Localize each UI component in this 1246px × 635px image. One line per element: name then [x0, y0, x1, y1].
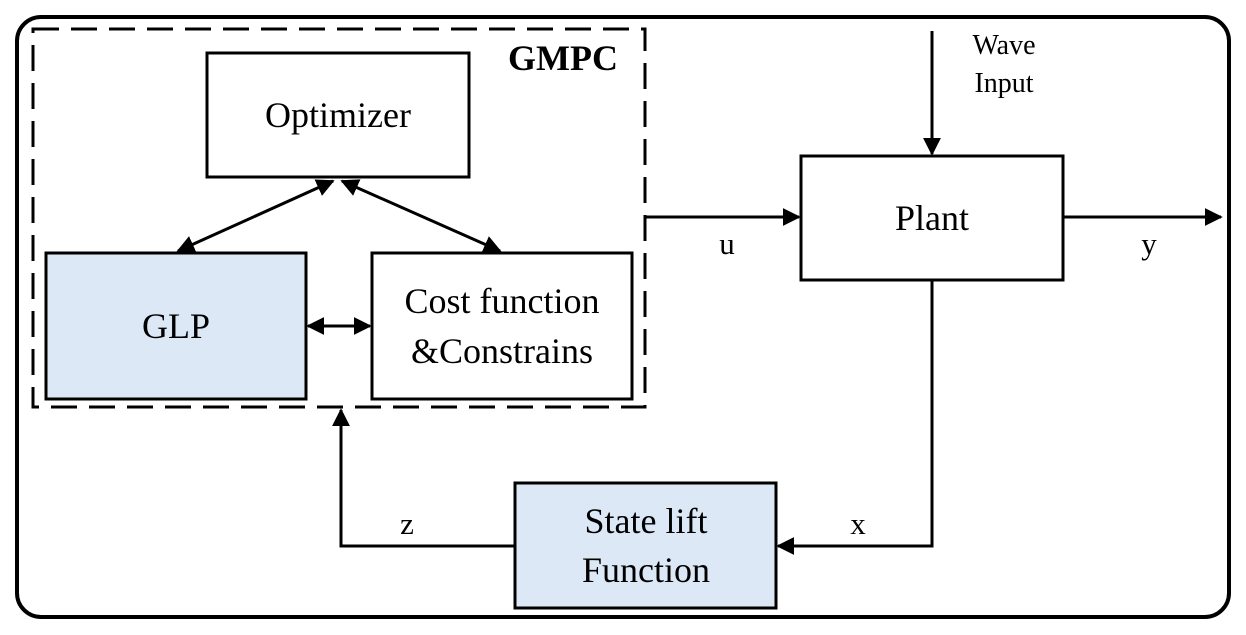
gmpc-group-label: GMPC: [508, 38, 618, 78]
cost-function-label-line1: Cost function: [405, 281, 600, 321]
x-signal-label: x: [850, 506, 866, 541]
x-signal-arrow: [776, 280, 934, 555]
optimizer-cost-arrow: [340, 179, 502, 253]
cost-function-label-line2: &Constrains: [411, 331, 593, 371]
state-lift-label-line1: State lift: [585, 501, 708, 541]
state-lift-label-line2: Function: [582, 550, 710, 590]
wave-input-label-line2: Input: [974, 68, 1033, 99]
z-signal-label: z: [400, 506, 414, 541]
state-lift-block: State lift Function: [513, 481, 778, 610]
z-signal-arrow: [332, 408, 515, 548]
u-signal-label: u: [719, 226, 735, 261]
outer-frame: [15, 15, 1231, 619]
glp-block: GLP: [44, 251, 308, 401]
glp-label: GLP: [142, 306, 210, 346]
plant-block: Plant: [799, 154, 1065, 282]
y-signal-label: y: [1141, 226, 1157, 261]
plant-label: Plant: [895, 198, 969, 238]
cost-function-block: Cost function &Constrains: [370, 251, 634, 401]
optimizer-glp-arrow: [176, 179, 335, 253]
optimizer-label: Optimizer: [265, 95, 411, 135]
optimizer-block: Optimizer: [205, 51, 471, 179]
wave-input-label-line1: Wave: [972, 30, 1035, 61]
